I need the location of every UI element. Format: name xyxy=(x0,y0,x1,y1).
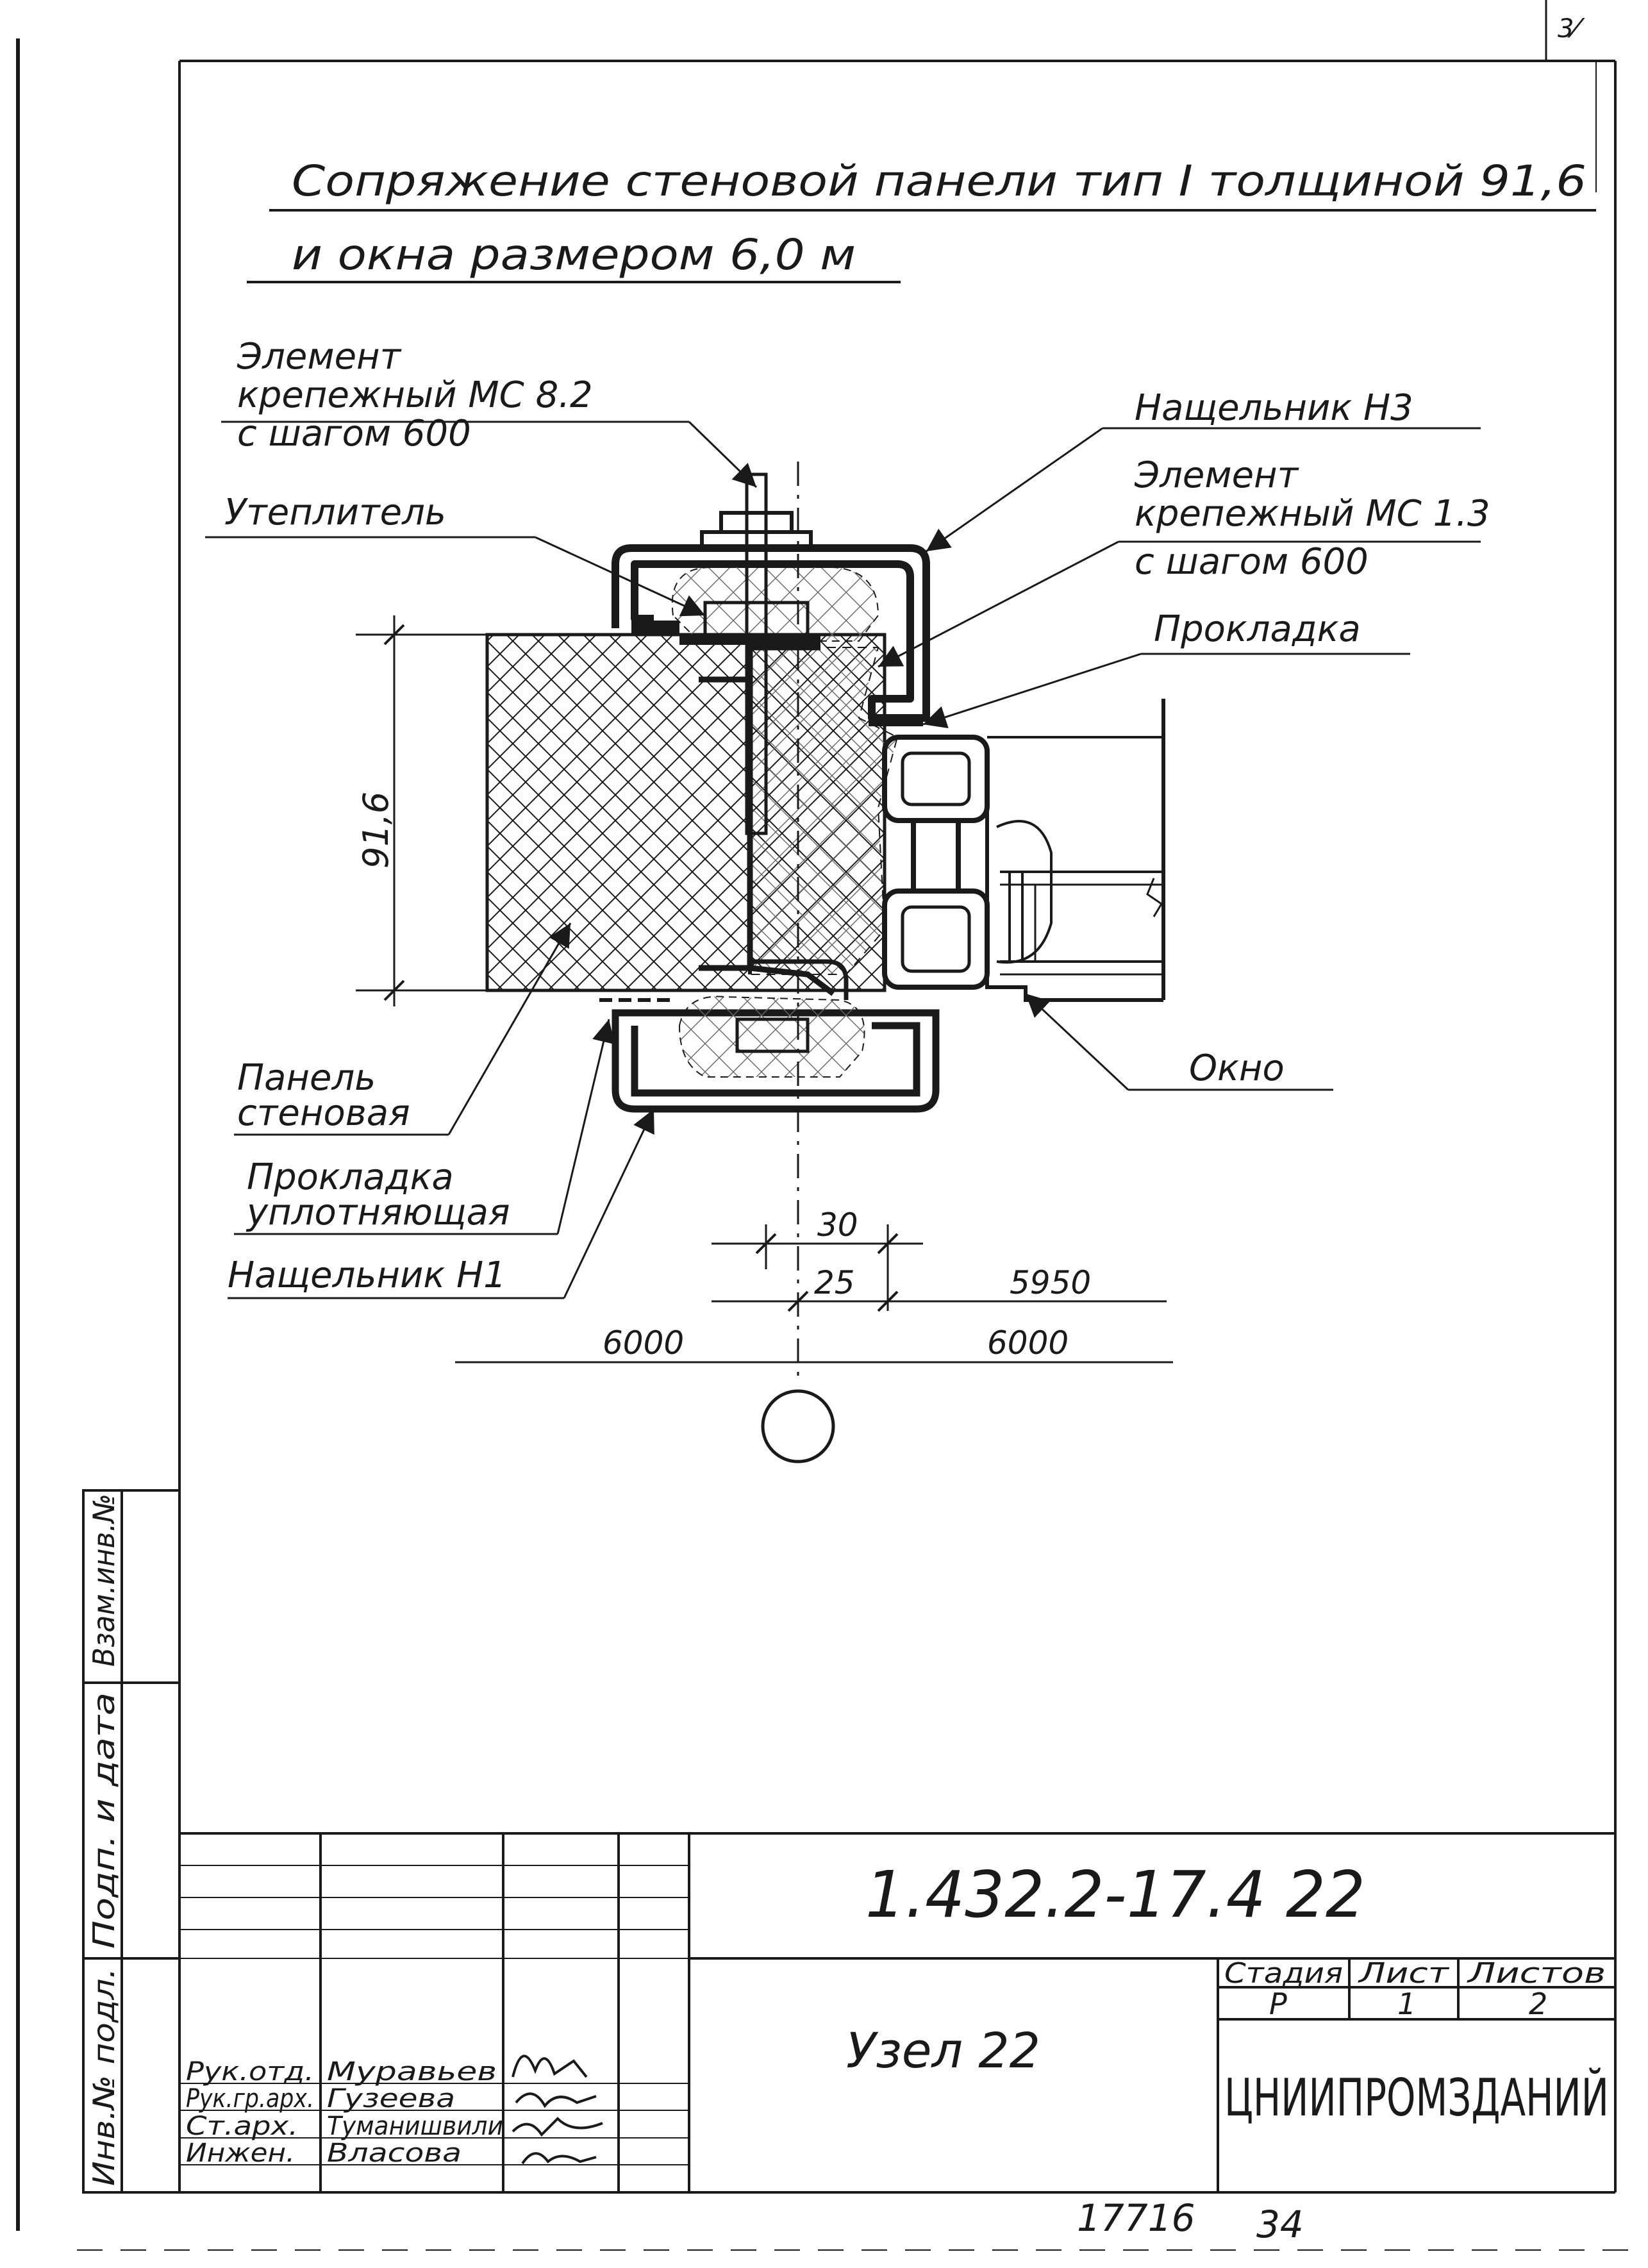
lower-fastener-plate xyxy=(735,1017,810,1053)
staff-role-2: Рук.гр.арх. xyxy=(186,2084,314,2114)
staff-name-1: Муравьев xyxy=(327,2057,497,2087)
drawing-title-line2: и окна размером 6,0 м xyxy=(292,230,856,279)
organization-name: ЦНИИПРОМЗДАНИЙ xyxy=(1224,2067,1609,2128)
fastener-82-strip xyxy=(679,635,820,645)
corner-mark: 3⁄ xyxy=(1558,14,1585,44)
fastener-82-washer xyxy=(700,530,813,550)
label-sheets: Листов xyxy=(1466,1957,1606,1990)
dim-25: 25 xyxy=(814,1264,855,1301)
doc-code: 1.432.2-17.4 22 xyxy=(865,1857,1365,1932)
callout-fastener-13-line1: Элемент xyxy=(1134,454,1299,496)
thickness-dimension xyxy=(356,615,487,1006)
title-block-grid xyxy=(179,1832,1615,2192)
staff-role-3: Ст.арх. xyxy=(186,2112,298,2141)
plan-dimensions xyxy=(455,1224,1173,1363)
archive-number: 17716 xyxy=(1077,2196,1195,2240)
c-channel xyxy=(699,644,835,996)
callout-wall-panel-line2: стеновая xyxy=(237,1092,410,1134)
stamp-replaced-inv: Взам.инв.№ xyxy=(87,1494,121,1667)
value-stage: Р xyxy=(1269,1987,1287,2021)
staff-name-3: Туманишвили xyxy=(327,2112,503,2141)
archive-page: 34 xyxy=(1256,2203,1304,2246)
callout-sealing-gasket-line1: Прокладка xyxy=(247,1156,454,1198)
dim-5950: 5950 xyxy=(1010,1264,1091,1301)
staff-name-4: Власова xyxy=(327,2139,462,2168)
dim-30: 30 xyxy=(817,1206,858,1244)
axis-bubble xyxy=(761,1389,835,1463)
callout-fastener-13-line3: с шагом 600 xyxy=(1135,541,1369,583)
signatures xyxy=(512,2055,603,2165)
dim-6000-right: 6000 xyxy=(987,1324,1069,1362)
staff-name-2: Гузеева xyxy=(327,2084,455,2114)
fastener-82-bolt xyxy=(745,472,768,835)
batten-h3-profile xyxy=(612,544,930,722)
top-gasket-strip xyxy=(869,715,923,726)
callout-fastener-13-line2: крепежный МС 1.3 xyxy=(1135,493,1490,535)
staff-role-4: Инжен. xyxy=(186,2139,295,2168)
callout-insulation: Утеплитель xyxy=(224,492,446,533)
stamp-inv-original: Инв.№ подл. xyxy=(87,1968,121,2186)
callout-batten-h3: Нащельник Н3 xyxy=(1135,387,1413,429)
callout-sealing-gasket-line2: уплотняющая xyxy=(246,1192,510,1233)
upper-gasket xyxy=(631,621,679,633)
callout-fastener-82-line1: Элемент xyxy=(237,336,402,378)
callout-batten-h1: Нащельник Н1 xyxy=(228,1255,506,1296)
sheet-name: Узел 22 xyxy=(846,2022,1040,2079)
callout-fastener-82-line3: с шагом 600 xyxy=(237,413,471,454)
c-channel-lower xyxy=(750,959,849,1000)
callout-window: Окно xyxy=(1189,1047,1285,1089)
staff-role-1: Рук.отд. xyxy=(186,2057,314,2087)
lower-insulation xyxy=(678,996,865,1078)
dim-6000-left: 6000 xyxy=(603,1324,684,1362)
callout-wall-panel-line1: Панель xyxy=(237,1057,376,1099)
leader-lines xyxy=(205,421,1481,1299)
value-sheets: 2 xyxy=(1529,1987,1547,2021)
callout-gasket: Прокладка xyxy=(1154,608,1361,650)
side-stamp xyxy=(82,1489,181,2194)
drawing-title-line1: Сопряжение стеновой панели тип I толщино… xyxy=(292,156,1586,206)
dim-thickness: 91,6 xyxy=(356,792,396,869)
fastener-82-nut xyxy=(719,511,794,534)
value-sheet: 1 xyxy=(1397,1987,1416,2021)
batten-h1-profile xyxy=(612,1009,940,1113)
window-frame xyxy=(882,699,1165,1002)
label-stage: Стадия xyxy=(1224,1957,1343,1990)
label-sheet: Лист xyxy=(1357,1957,1449,1990)
stamp-sign-date: Подп. и дата xyxy=(87,1692,121,1949)
sheet-frame xyxy=(16,0,1628,2251)
callout-fastener-82-line2: крепежный МС 8.2 xyxy=(237,374,593,416)
